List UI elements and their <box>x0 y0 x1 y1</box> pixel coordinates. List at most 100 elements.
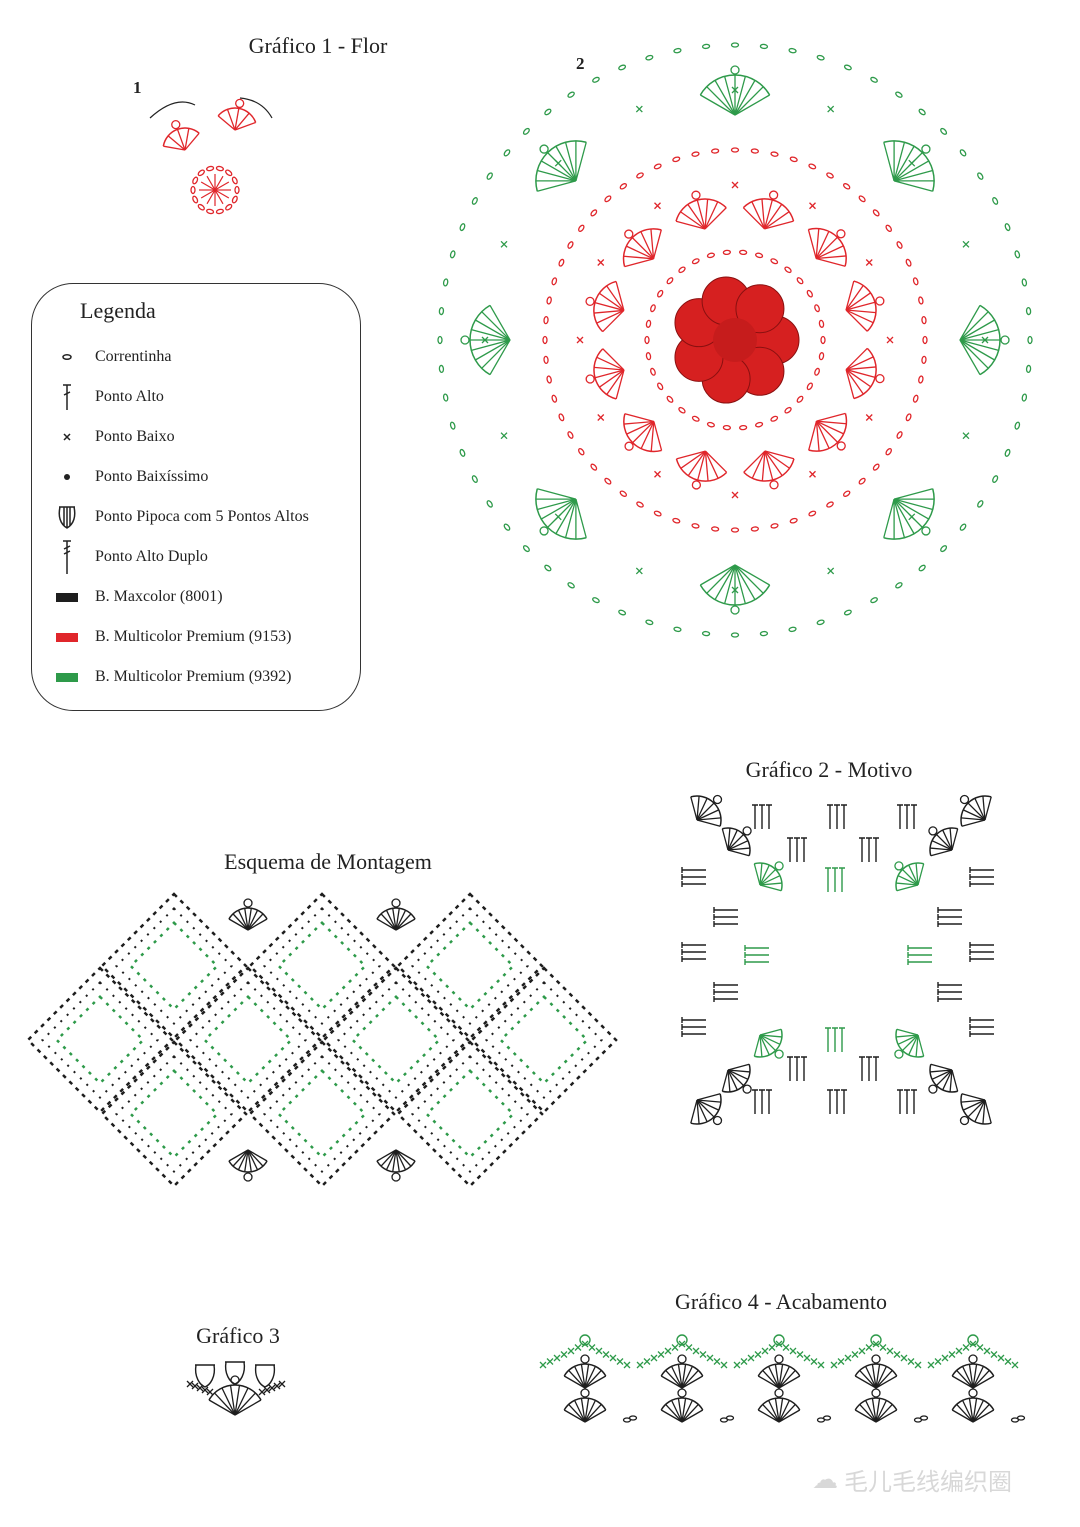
fan-stitch <box>961 1093 986 1101</box>
double-crochet-group <box>969 942 994 948</box>
fan-stitch <box>640 421 655 449</box>
small-flower-diagram <box>149 97 273 215</box>
single-crochet <box>810 1358 818 1365</box>
fan-stitch <box>893 152 923 182</box>
fan-stitch <box>677 1398 683 1423</box>
fan-stitch <box>974 797 986 821</box>
fan-stitch <box>930 1063 953 1071</box>
fan-picot <box>774 1388 784 1398</box>
fan-stitch <box>871 1398 877 1423</box>
single-crochet <box>500 240 508 248</box>
single-crochet <box>186 1380 194 1388</box>
fan-stitch <box>751 450 766 479</box>
assembly-fan <box>228 1149 268 1182</box>
fan-picot <box>460 335 470 345</box>
fan-stitch <box>660 1409 683 1423</box>
fan-stitch <box>680 450 706 469</box>
fan-stitch <box>759 1034 782 1038</box>
single-crochet <box>574 1344 582 1351</box>
chain-stitch <box>816 54 825 61</box>
assembly-fan <box>376 898 416 931</box>
fan-picot <box>959 794 970 805</box>
motif-inner <box>277 921 367 1011</box>
double-crochet-group <box>969 1031 994 1037</box>
fan-stitch <box>778 1400 790 1423</box>
double-crochet-group <box>969 949 994 955</box>
fan-stitch <box>376 1149 397 1162</box>
double-crochet-group <box>969 1017 994 1023</box>
chain-stitch <box>905 258 912 267</box>
fan-picot <box>677 1388 687 1398</box>
chain-stitch <box>543 316 549 325</box>
watermark-text: 毛儿毛线编织圈 <box>844 1468 1012 1496</box>
fan-stitch <box>778 1398 784 1423</box>
chain-stitch <box>896 431 903 439</box>
single-crochet <box>554 513 562 521</box>
fan-stitch <box>677 1364 683 1389</box>
fan-stitch <box>759 1034 781 1045</box>
fan-stitch <box>949 1069 953 1092</box>
fan-picot <box>585 374 595 384</box>
fan-stitch <box>727 849 750 857</box>
single-crochet <box>803 1354 811 1362</box>
assembly-motif <box>322 966 470 1114</box>
double-crochet-group <box>937 989 962 995</box>
fan-stitch <box>596 356 625 371</box>
fan-arc <box>228 907 268 920</box>
popcorn-stitch <box>735 284 785 334</box>
stitch-fan <box>690 1093 723 1126</box>
chain-stitch <box>657 382 664 391</box>
motif-outline <box>174 966 322 1114</box>
chart2-title: Gráfico 2 - Motivo <box>745 757 913 782</box>
fan-picot <box>894 1049 904 1059</box>
fan-stitch <box>959 329 999 341</box>
stitch <box>214 189 224 205</box>
single-crochet <box>900 1354 908 1362</box>
fan-stitch <box>727 1069 738 1091</box>
fan-stitch <box>956 1403 974 1423</box>
motif-mid <box>484 980 604 1100</box>
fan-arc <box>660 1363 704 1377</box>
fan-stitch <box>700 564 736 586</box>
chain-stitch <box>459 223 466 232</box>
double-crochet-group <box>752 1089 758 1114</box>
motif-inner <box>425 921 515 1011</box>
legend-label: Correntinha <box>95 348 172 365</box>
fan-stitch <box>727 829 738 851</box>
chain-stitch <box>503 149 511 157</box>
stitch-fan <box>894 1028 925 1059</box>
fan-stitch <box>942 1069 953 1091</box>
fan-stitch <box>602 309 625 333</box>
chain-stitch <box>592 597 600 604</box>
single-crochet <box>650 1354 658 1362</box>
chain-stitch <box>438 364 445 374</box>
fan-stitch <box>815 236 838 259</box>
fan-stitch <box>883 498 895 538</box>
stitch <box>200 189 216 199</box>
chain-stitch <box>215 208 224 215</box>
chain-stitch <box>438 306 445 316</box>
fan-stitch <box>761 198 766 229</box>
fan-stitch <box>893 160 930 182</box>
chain-stitch <box>788 47 797 54</box>
single-crochet <box>731 86 739 94</box>
fan-stitch <box>908 1034 919 1056</box>
fan-stitch <box>845 368 876 378</box>
fan-stitch <box>564 498 577 538</box>
fan-stitch <box>176 129 186 151</box>
fan-stitch <box>896 1028 919 1036</box>
fan-stitch <box>727 1069 750 1073</box>
fan-stitch <box>395 1149 407 1171</box>
assembly-motif <box>100 1040 248 1188</box>
fan-stitch <box>935 1069 953 1087</box>
chain-stitch <box>843 64 852 71</box>
fan-stitch <box>930 1069 953 1073</box>
fan-stitch <box>962 809 986 821</box>
fan-stitch <box>687 450 706 477</box>
assembly-motif <box>470 966 618 1114</box>
chain-stitch <box>921 316 927 325</box>
fan-stitch <box>687 204 706 230</box>
double-crochet-icon <box>52 383 82 411</box>
chart3-title: Gráfico 3 <box>196 1323 280 1348</box>
double-crochet-group <box>759 1089 765 1114</box>
